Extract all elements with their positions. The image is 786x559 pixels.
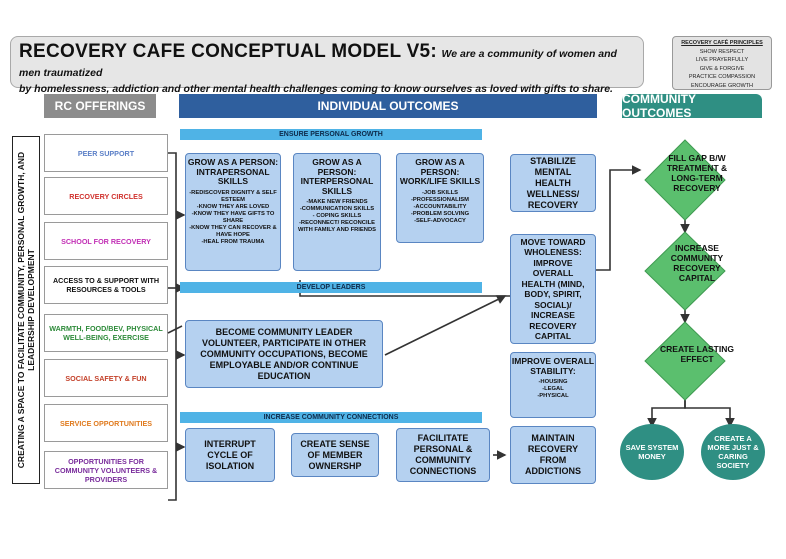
offering-warmth-food: WARMTH, FOOD/BEV, PHYSICAL WELL-BEING, E… [44,314,168,352]
offering-label: SCHOOL FOR RECOVERY [61,236,151,246]
circle-label-just-society: CREATE A MORE JUST & CARING SOCIETY [707,434,759,470]
box-intrapersonal-skills: GROW AS A PERSON: INTRAPERSONAL SKILLS -… [185,153,281,271]
offering-peer-support: PEER SUPPORT [44,134,168,172]
circle-just-society [701,424,765,480]
box-item: - COPING SKILLS [312,213,362,219]
diamond-label-recovery-capital: INCREASE COMMUNITY RECOVERY CAPITAL [670,243,724,283]
bar-develop-leaders: DEVELOP LEADERS [180,282,482,293]
header-individual-outcomes: INDIVIDUAL OUTCOMES [179,94,597,118]
diamond-lasting-effect [644,321,726,401]
offering-school-for-recovery: SCHOOL FOR RECOVERY [44,222,168,260]
box-stabilize-mental-health: STABILIZE MENTAL HEALTH WELLNESS/ RECOVE… [510,154,596,212]
offering-label: OPPORTUNITIES FOR COMMUNITY VOLUNTEERS &… [54,456,158,484]
offering-service-opportunities: SERVICE OPPORTUNITIES [44,404,168,442]
box-title: GROW AS A PERSON: INTERPERSONAL SKILLS [300,157,374,196]
offering-community-volunteers: OPPORTUNITIES FOR COMMUNITY VOLUNTEERS &… [44,451,168,489]
box-move-toward-wholeness: MOVE TOWARD WHOLENESS: IMPROVE OVERALL H… [510,234,596,344]
box-title: GROW AS A PERSON: WORK/LIFE SKILLS [399,157,481,186]
box-item: -KNOW THEY HAVE GIFTS TO SHARE [191,210,275,224]
box-improve-stability: IMPROVE OVERALL STABILITY: -HOUSING -LEG… [510,352,596,418]
box-item: -PHYSICAL [537,393,569,399]
principles-box: RECOVERY CAFÉ PRINCIPLES SHOW RESPECT LI… [672,36,772,90]
box-item: -JOB SKILLS [421,189,459,196]
offering-label: RECOVERY CIRCLES [69,191,143,201]
offering-label: PEER SUPPORT [77,148,135,158]
box-item: -COMMUNICATION SKILLS [299,206,375,212]
box-items: -JOB SKILLS -PROFESSIONALISM -ACCOUNTABI… [397,190,483,225]
diamond-label-fill-gap: FILL GAP B/W TREATMENT & LONG-TERM RECOV… [666,153,728,193]
circle-label-save-money: SAVE SYSTEM MONEY [625,443,679,461]
diagram-subtitle: We are a community of women and men trau… [19,48,617,79]
box-item: -REDISCOVER DIGNITY & SELF ESTEEM [189,189,277,203]
box-item: -PROBLEM SOLVING [410,210,470,217]
diamond-label-lasting-effect: CREATE LASTING EFFECT [660,344,734,364]
box-interpersonal-skills: GROW AS A PERSON: INTERPERSONAL SKILLS -… [293,153,381,271]
diamond-recovery-capital [644,231,726,311]
box-member-ownership: CREATE SENSE OF MEMBER OWNERSHP [291,433,379,477]
box-items: -HOUSING -LEGAL -PHYSICAL [511,379,595,400]
offering-label: WARMTH, FOOD/BEV, PHYSICAL WELL-BEING, E… [49,324,163,342]
principles-heading: RECOVERY CAFÉ PRINCIPLES [681,40,763,46]
box-item: -HEAL FROM TRAUMA [201,238,265,245]
diagram-title: RECOVERY CAFE CONCEPTUAL MODEL V5: [19,41,438,62]
box-item: -PROFESSIONALISM [411,196,469,203]
box-item: -KNOW THEY CAN RECOVER & HAVE HOPE [189,224,277,238]
box-work-life-skills: GROW AS A PERSON: WORK/LIFE SKILLS -JOB … [396,153,484,243]
offering-access-support: ACCESS TO & SUPPORT WITH RESOURCES & TOO… [44,266,168,304]
offering-label: ACCESS TO & SUPPORT WITH RESOURCES & TOO… [52,276,160,294]
box-title: IMPROVE OVERALL STABILITY: [511,356,595,376]
offering-label: SERVICE OPPORTUNITIES [59,418,153,428]
offering-social-safety: SOCIAL SAFETY & FUN [44,359,168,397]
community-flow [620,139,765,480]
circle-save-money [620,424,684,480]
diagram-subtitle-continued: by homelessness, addiction and other men… [19,83,613,95]
bar-ensure-personal-growth: ENSURE PERSONAL GROWTH [180,129,482,140]
offering-recovery-circles: RECOVERY CIRCLES [44,177,168,215]
bar-increase-community-connections: INCREASE COMMUNITY CONNECTIONS [180,412,482,423]
box-maintain-recovery: MAINTAIN RECOVERY FROM ADDICTIONS [510,426,596,484]
box-item: -MAKE NEW FRIENDS [306,199,368,205]
box-item: -HOUSING [538,379,568,385]
header-community-outcomes: COMMUNITY OUTCOMES [622,92,762,120]
box-item: -RECONNECT/ RECONCILE WITH FAMILY AND FR… [297,220,377,233]
box-facilitate-connections: FACILITATE PERSONAL & COMMUNITY CONNECTI… [396,428,490,482]
title-banner: RECOVERY CAFE CONCEPTUAL MODEL V5: We ar… [10,36,644,95]
principle-item: SHOW RESPECT [699,48,745,55]
box-interrupt-isolation: INTERRUPT CYCLE OF ISOLATION [185,428,275,482]
box-become-community-leader: BECOME COMMUNITY LEADER VOLUNTEER, PARTI… [185,320,383,388]
box-items: -MAKE NEW FRIENDS -COMMUNICATION SKILLS … [294,199,380,234]
box-item: -LEGAL [542,386,564,392]
box-title: GROW AS A PERSON: INTRAPERSONAL SKILLS [187,157,279,186]
header-rc-offerings: RC OFFERINGS [44,94,156,118]
principle-item: LIVE PRAYERFULLY [695,57,749,63]
principle-item: GIVE & FORGIVE [699,65,745,72]
diamond-fill-gap [644,139,726,221]
box-item: -KNOW THEY ARE LOVED [196,203,270,210]
box-items: -REDISCOVER DIGNITY & SELF ESTEEM -KNOW … [186,190,280,246]
box-item: -SELF-ADVOCACY [414,217,466,224]
principle-item: PRACTICE COMPASSION [688,74,756,80]
principle-item: ENCOURAGE GROWTH [690,82,754,89]
box-item: -ACCOUNTABILITY [413,203,467,210]
offering-label: SOCIAL SAFETY & FUN [65,373,147,383]
side-label-box: CREATING A SPACE TO FACILITATE COMMUNITY… [12,136,40,484]
